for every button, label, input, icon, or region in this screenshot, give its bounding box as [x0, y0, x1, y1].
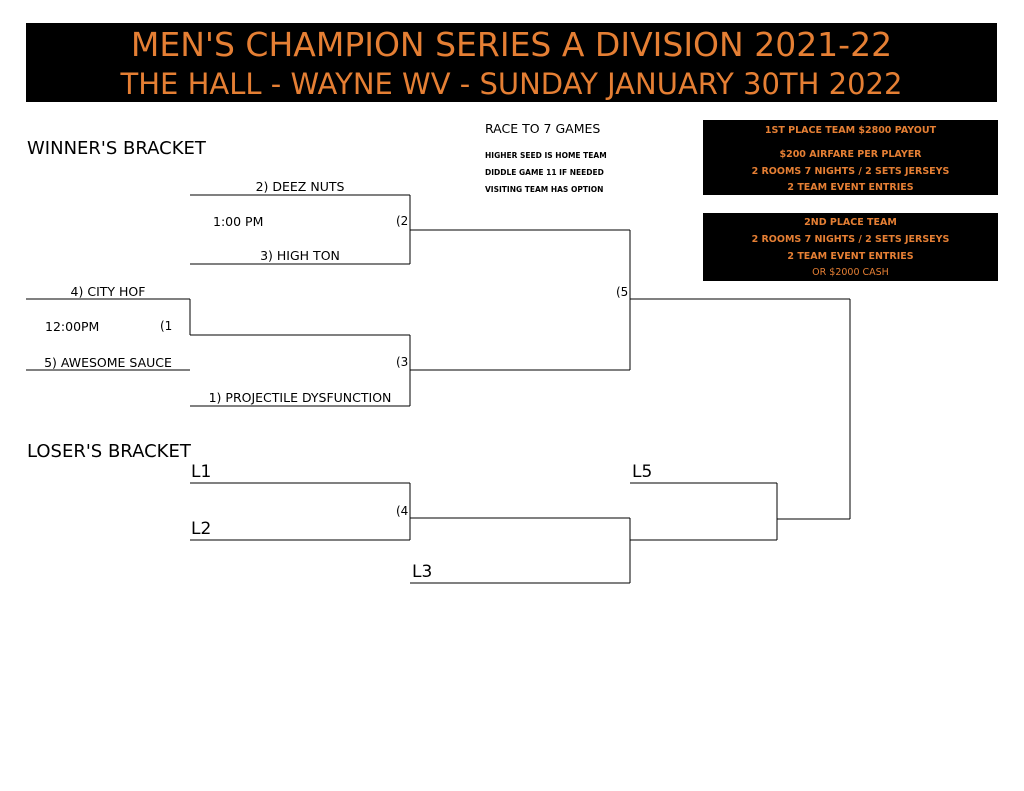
second-place-cash-box: OR $2000 CASH [703, 264, 998, 281]
event-title: MEN'S CHAMPION SERIES A DIVISION 2021-22 [130, 25, 893, 64]
first-place-rooms: 2 ROOMS 7 NIGHTS / 2 SETS JERSEYS [751, 166, 950, 177]
team-seed-5: 5) AWESOME SAUCE [44, 355, 172, 370]
team-seed-4: 4) CITY HOF [70, 284, 146, 299]
title-banner: MEN'S CHAMPION SERIES A DIVISION 2021-22… [26, 23, 997, 102]
loser-l1: L1 [191, 462, 212, 482]
loser-l5: L5 [632, 462, 653, 482]
event-subtitle: THE HALL - WAYNE WV - SUNDAY JANUARY 30T… [120, 67, 903, 101]
game1-number: (1 [160, 319, 173, 333]
game2-time: 1:00 PM [213, 214, 264, 229]
second-place-rooms: 2 ROOMS 7 NIGHTS / 2 SETS JERSEYS [751, 234, 950, 245]
game2-number: (2 [396, 214, 409, 228]
winners-bracket-title: WINNER'S BRACKET [27, 138, 206, 159]
rule-diddle-game: DIDDLE GAME 11 IF NEEDED [485, 168, 604, 177]
game3-number: (3 [396, 355, 409, 369]
first-place-payout: 1ST PLACE TEAM $2800 PAYOUT [764, 125, 937, 136]
losers-bracket-title: LOSER'S BRACKET [27, 441, 191, 462]
game5-number: (5 [616, 285, 629, 299]
second-place-prize-box: 2ND PLACE TEAM 2 ROOMS 7 NIGHTS / 2 SETS… [703, 213, 998, 264]
rule-visiting-team: VISITING TEAM HAS OPTION [485, 185, 604, 194]
loser-l2: L2 [191, 519, 212, 539]
race-to-games: RACE TO 7 GAMES [485, 121, 601, 136]
team-seed-1: 1) PROJECTILE DYSFUNCTION [208, 390, 392, 405]
team-seed-2: 2) DEEZ NUTS [255, 179, 345, 194]
game1-time: 12:00PM [45, 319, 100, 334]
second-place-cash: OR $2000 CASH [812, 267, 889, 278]
rule-home-team: HIGHER SEED IS HOME TEAM [485, 151, 607, 160]
first-place-airfare: $200 AIRFARE PER PLAYER [779, 149, 922, 160]
second-place-title: 2ND PLACE TEAM [804, 217, 897, 228]
first-place-prize-box: 1ST PLACE TEAM $2800 PAYOUT $200 AIRFARE… [703, 120, 998, 195]
team-seed-3: 3) HIGH TON [260, 248, 340, 263]
second-place-entries: 2 TEAM EVENT ENTRIES [787, 251, 914, 262]
loser-l3: L3 [412, 562, 433, 582]
game4-number: (4 [396, 504, 409, 518]
first-place-entries: 2 TEAM EVENT ENTRIES [787, 182, 914, 193]
